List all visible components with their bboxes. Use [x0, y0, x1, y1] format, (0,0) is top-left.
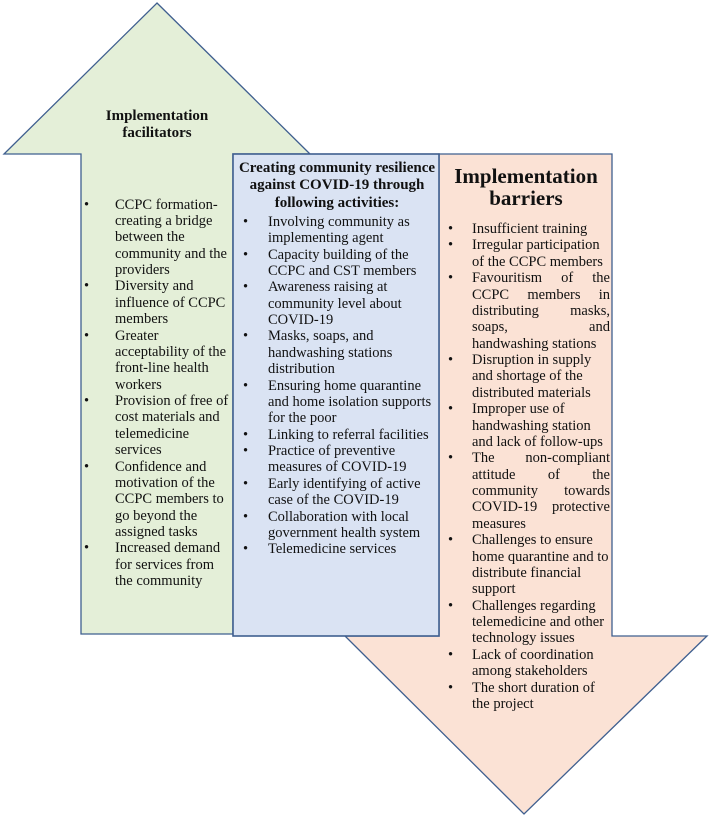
list-item: Involving community as implementing agen…	[237, 214, 437, 247]
list-item: Collaboration with local government heal…	[237, 509, 437, 542]
list-item: Provision of free of cost materials and …	[82, 393, 232, 459]
list-item: Challenges to ensure home quarantine and…	[442, 532, 610, 598]
list-item: Insufficient training	[442, 221, 610, 238]
barriers-panel: Implementation barriers Insufficient tra…	[442, 165, 610, 712]
list-item: Favouritism of the CCPC members in distr…	[442, 270, 610, 352]
list-item: Lack of coordination among stakeholders	[442, 647, 610, 680]
list-item: Improper use of handwashing station and …	[442, 401, 610, 450]
list-item: CCPC formation-creating a bridge between…	[82, 197, 232, 279]
activities-title: Creating community resilience against CO…	[238, 160, 436, 211]
list-item: Ensuring home quarantine and home isolat…	[237, 378, 437, 427]
list-item: Irregular participation of the CCPC memb…	[442, 237, 610, 270]
list-item: The non-compliant attitude of the commun…	[442, 450, 610, 532]
list-item: Telemedicine services	[237, 541, 437, 558]
list-item: Challenges regarding telemedicine and ot…	[442, 598, 610, 647]
facilitators-panel: Implementation facilitators CCPC formati…	[82, 108, 232, 590]
facilitators-title: Implementation facilitators	[105, 108, 209, 142]
list-item: Disruption in supply and shortage of the…	[442, 352, 610, 401]
barriers-list: Insufficient training Irregular particip…	[442, 221, 610, 712]
list-item: Diversity and influence of CCPC members	[82, 278, 232, 327]
list-item: Masks, soaps, and handwashing stations d…	[237, 328, 437, 377]
list-item: Linking to referral facilities	[237, 427, 437, 444]
activities-panel: Creating community resilience against CO…	[237, 160, 437, 558]
list-item: The short duration of the project	[442, 680, 610, 713]
list-item: Increased demand for services from the c…	[82, 540, 232, 589]
list-item: Awareness raising at community level abo…	[237, 279, 437, 328]
barriers-title: Implementation barriers	[454, 164, 598, 211]
list-item: Practice of preventive measures of COVID…	[237, 443, 437, 476]
list-item: Early identifying of active case of the …	[237, 476, 437, 509]
facilitators-list: CCPC formation-creating a bridge between…	[82, 197, 232, 590]
activities-list: Involving community as implementing agen…	[237, 214, 437, 558]
list-item: Greater acceptability of the front-line …	[82, 328, 232, 394]
list-item: Confidence and motivation of the CCPC me…	[82, 459, 232, 541]
list-item: Capacity building of the CCPC and CST me…	[237, 247, 437, 280]
